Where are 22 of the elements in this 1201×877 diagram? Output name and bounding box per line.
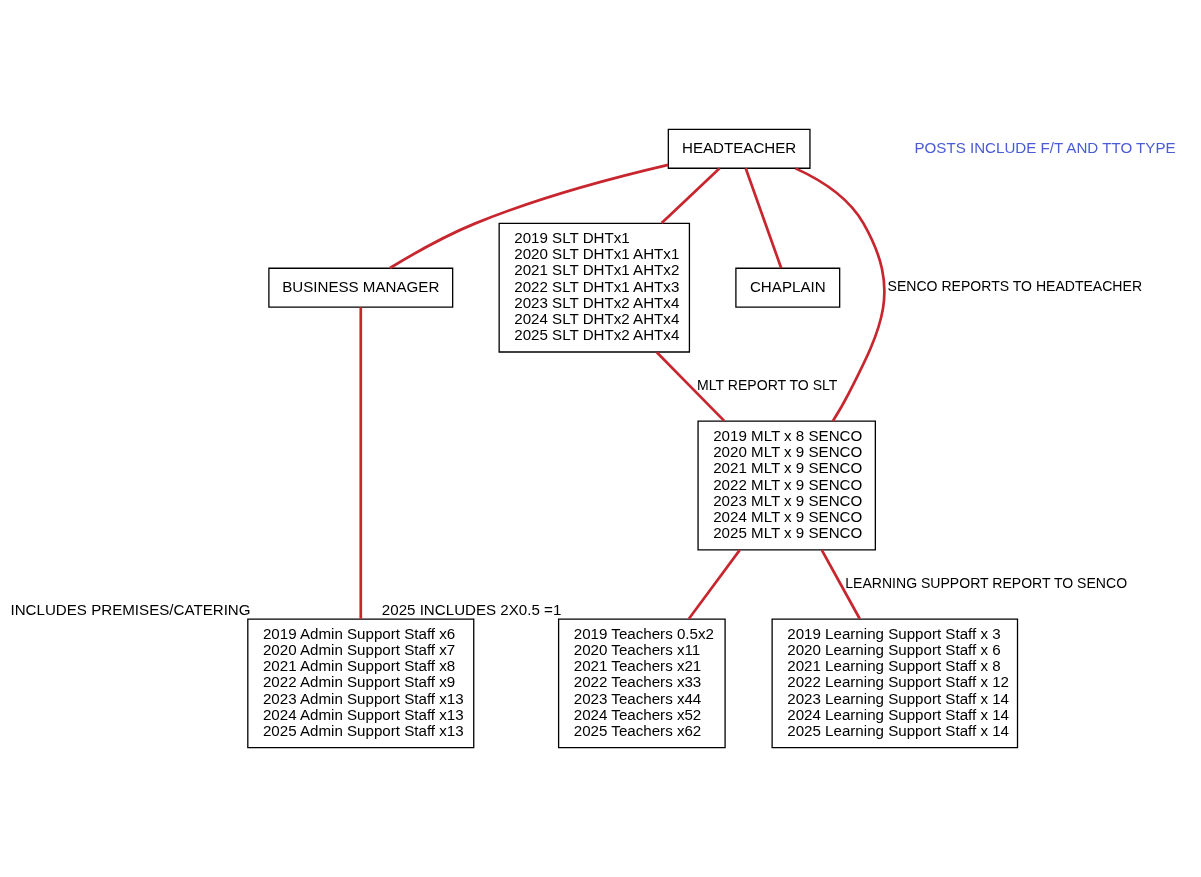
connector bbox=[660, 167, 721, 225]
connector bbox=[687, 549, 741, 620]
node-box: 2019 Admin Support Staff x6 2020 Admin Support Staff x7 2021 Admin Support Staff x8 2022 Admin Support Staff x9 2023 Admin Support Staff x13 2024 Admin Support Staff x13 2025 Admin Support Staff x13 bbox=[247, 618, 475, 749]
connector bbox=[389, 163, 669, 270]
node-box: BUSINESS MANAGER bbox=[268, 267, 454, 308]
node-box: 2019 Learning Support Staff x 3 2020 Learning Support Staff x 6 2021 Learning Support Staff x 8 2022 Learning Support Staff x 12 2023 Learning Support Staff x 14 2024 Learning Support Staff x 14 2025 Learning Support Staff x 14 bbox=[771, 618, 1019, 749]
connector bbox=[820, 549, 861, 620]
edge-label: MLT REPORT TO SLT bbox=[697, 377, 838, 394]
connector bbox=[794, 167, 886, 422]
node-box: HEADTEACHER bbox=[667, 128, 811, 169]
connector bbox=[655, 351, 726, 422]
edge-label: SENCO REPORTS TO HEADTEACHER bbox=[887, 278, 1143, 295]
node-box: 2019 Teachers 0.5x2 2020 Teachers x11 2021 Teachers x21 2022 Teachers x33 2023 Teachers x44 2024 Teachers x52 2025 Teachers x62 bbox=[557, 618, 726, 749]
label: POSTS INCLUDE F/T AND TTO TYPE bbox=[914, 138, 1176, 156]
node-box: CHAPLAIN bbox=[735, 267, 841, 308]
edge-label: LEARNING SUPPORT REPORT TO SENCO bbox=[845, 575, 1128, 592]
node-box: 2019 MLT x 8 SENCO 2020 MLT x 9 SENCO 2021 MLT x 9 SENCO 2022 MLT x 9 SENCO 2023 MLT x 9 SENCO 2024 MLT x 9 SENCO 2025 MLT x 9 SENCO bbox=[697, 420, 876, 551]
connector bbox=[359, 307, 363, 619]
connector bbox=[744, 167, 783, 269]
node-box: 2019 SLT DHTx1 2020 SLT DHTx1 AHTx1 2021 SLT DHTx1 AHTx2 2022 SLT DHTx1 AHTx3 2023 SLT DHTx2 AHTx4 2024 SLT DHTx2 AHTx4 2025 SLT DHTx2 AHTx4 bbox=[498, 222, 691, 353]
node-label: INCLUDES PREMISES/CATERING bbox=[10, 600, 251, 618]
node-label: 2025 INCLUDES 2X0.5 =1 bbox=[381, 600, 562, 618]
